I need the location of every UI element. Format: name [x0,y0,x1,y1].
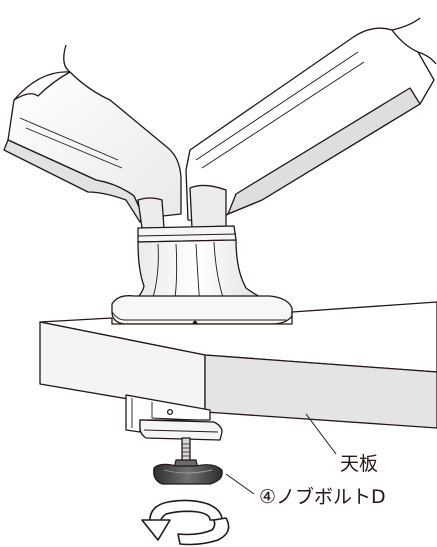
rotate-clockwise-arrow-icon [141,499,230,546]
knob-bolt-label: ④ノブボルトD [259,486,386,508]
right-monitor-arm [185,17,437,229]
tabletop-label: 天板 [340,453,379,475]
knob-bolt-d [153,459,223,485]
left-monitor-arm [3,44,182,229]
mount-pole [111,225,293,326]
desk-clamp [125,394,223,463]
knob-leader-line [225,473,255,495]
leader-lines [225,413,337,495]
desk-tabletop [39,301,437,429]
tabletop-leader-line [305,413,337,455]
